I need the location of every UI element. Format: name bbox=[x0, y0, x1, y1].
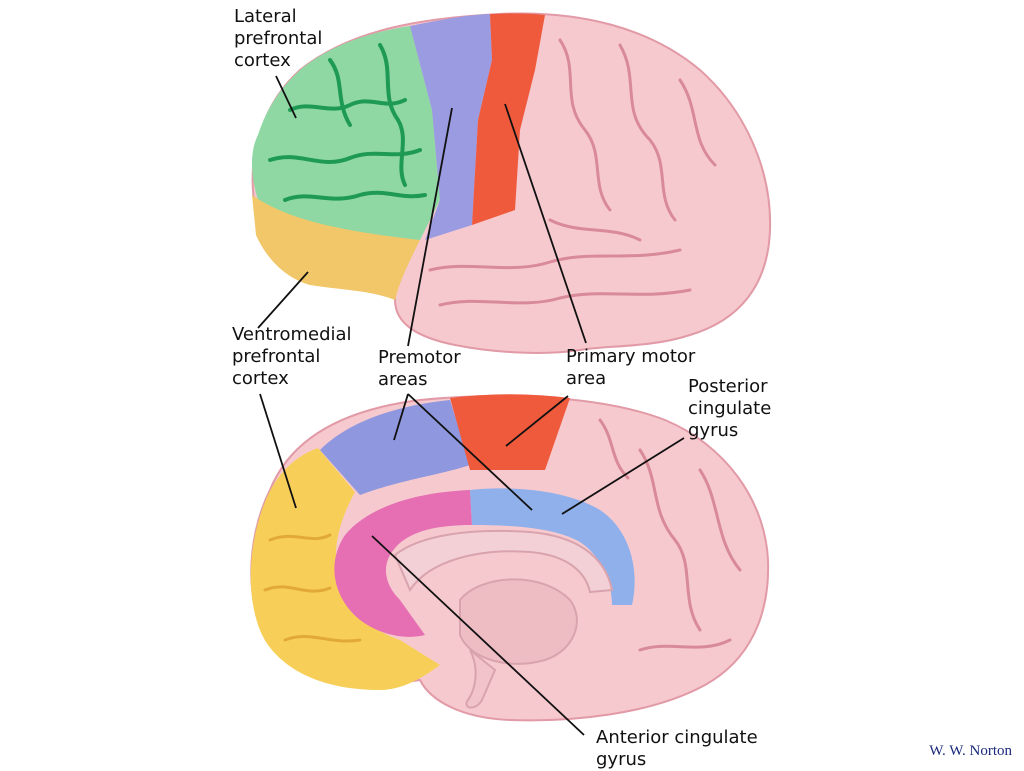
label-lateral-prefrontal-cortex: Lateral prefrontal cortex bbox=[234, 6, 322, 72]
primary-motor-region-medial bbox=[450, 394, 570, 470]
label-line: prefrontal bbox=[234, 28, 323, 49]
label-line: Ventromedial bbox=[232, 324, 352, 345]
label-line: areas bbox=[378, 369, 428, 390]
label-ventromedial-prefrontal-cortex: Ventromedial prefrontal cortex bbox=[232, 324, 352, 390]
ventromedial-pfc-region-medial bbox=[250, 448, 440, 690]
label-line: cingulate bbox=[688, 398, 772, 419]
publisher-credit: W. W. Norton bbox=[929, 743, 1012, 759]
label-line: prefrontal bbox=[232, 346, 321, 367]
label-line: Posterior bbox=[688, 376, 768, 397]
lateral-brain-view bbox=[251, 12, 772, 354]
medial-cortex-sulci bbox=[598, 418, 742, 652]
premotor-region-medial bbox=[320, 400, 470, 495]
label-line: gyrus bbox=[596, 749, 647, 770]
ventromedial-pfc-region-lateral bbox=[252, 195, 420, 300]
anterior-cingulate-region bbox=[334, 490, 472, 637]
label-primary-motor-area: Primary motor area bbox=[566, 346, 695, 390]
thalamus-region bbox=[459, 578, 578, 665]
label-line: cortex bbox=[234, 50, 291, 71]
corpus-callosum bbox=[393, 529, 614, 594]
label-anterior-cingulate-gyrus: Anterior cingulate gyrus bbox=[596, 727, 758, 771]
label-premotor-areas: Premotor areas bbox=[378, 347, 461, 391]
posterior-cingulate-region bbox=[470, 488, 635, 605]
medial-brain-view bbox=[250, 394, 770, 722]
label-posterior-cingulate-gyrus: Posterior cingulate gyrus bbox=[688, 376, 771, 442]
label-line: Lateral bbox=[234, 6, 297, 27]
lateral-cortex-sulci bbox=[428, 38, 717, 307]
leader-lines bbox=[257, 75, 685, 736]
premotor-region-lateral bbox=[410, 14, 492, 240]
primary-motor-region bbox=[472, 13, 545, 226]
label-line: Premotor bbox=[378, 347, 461, 368]
label-line: gyrus bbox=[688, 420, 739, 441]
medial-pfc-sulci bbox=[263, 533, 362, 643]
lateral-pfc-region bbox=[252, 26, 440, 247]
lateral-pfc-sulci bbox=[268, 43, 427, 202]
brainstem bbox=[465, 649, 497, 709]
label-line: area bbox=[566, 368, 607, 389]
label-line: Anterior cingulate bbox=[596, 727, 758, 748]
label-line: cortex bbox=[232, 368, 289, 389]
label-line: Primary motor bbox=[566, 346, 696, 367]
